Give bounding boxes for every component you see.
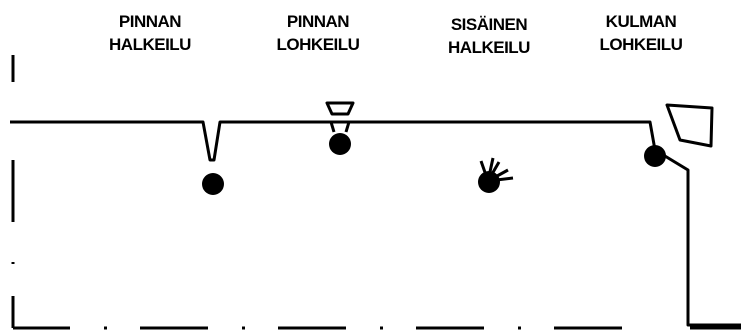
label-surface-cracking: PINNAN HALKEILU [103,10,197,56]
label-corner-spalling: KULMAN LOHKEILU [592,10,690,56]
label-internal-cracking-line1: SISÄINEN [440,13,538,36]
label-corner-spalling-line1: KULMAN [592,10,690,33]
top-surface-outline [10,122,741,325]
label-surface-spalling-line2: LOHKEILU [268,33,368,56]
crack-core-dot [202,173,224,195]
label-surface-cracking-line1: PINNAN [103,10,197,33]
spall-core-dot [329,133,351,155]
label-internal-cracking: SISÄINEN HALKEILU [440,13,538,59]
label-surface-spalling-line1: PINNAN [268,10,368,33]
label-corner-spalling-line2: LOHKEILU [592,33,690,56]
spalled-fragment [327,103,353,114]
detached-corner-piece [667,105,712,146]
label-surface-spalling: PINNAN LOHKEILU [268,10,368,56]
internal-core-dot [478,171,500,193]
label-surface-cracking-line2: HALKEILU [103,33,197,56]
label-internal-cracking-line2: HALKEILU [440,36,538,59]
corner-core-dot [644,145,666,167]
